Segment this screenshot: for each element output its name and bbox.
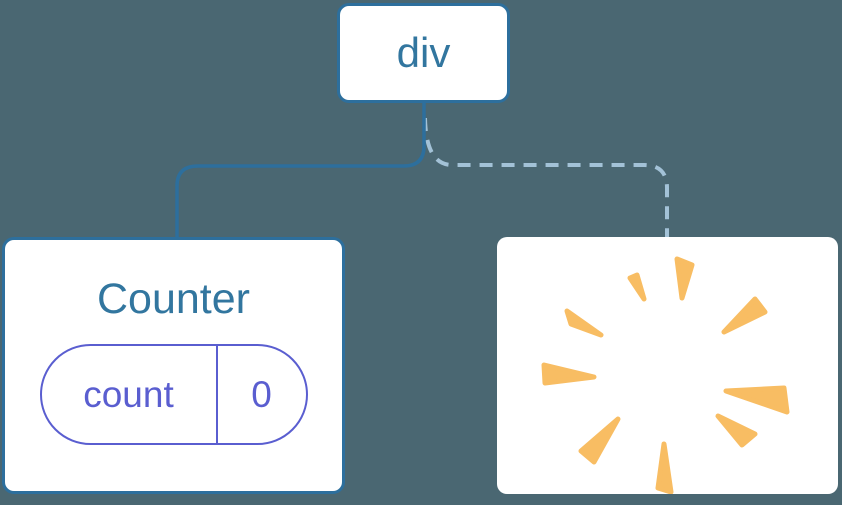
burst-ray — [627, 272, 647, 302]
burst-ray — [715, 413, 758, 448]
burst-ray — [541, 362, 597, 386]
state-value-cell: 0 — [218, 346, 306, 443]
state-key-label: count — [83, 374, 174, 415]
burst-ray — [723, 385, 790, 415]
tree-node-div: div — [337, 3, 510, 103]
div-node-label: div — [396, 29, 451, 76]
tree-node-counter: Counter count 0 — [2, 237, 345, 494]
burst-ray — [655, 441, 674, 494]
state-badge: count 0 — [39, 344, 308, 445]
tree-node-removed — [497, 237, 838, 494]
poof-burst-icon — [541, 256, 790, 494]
burst-ray — [674, 256, 695, 301]
state-key-cell: count — [42, 346, 218, 443]
counter-component-title: Counter — [97, 275, 250, 323]
burst-ray — [564, 308, 604, 338]
solid-connector-line — [175, 103, 426, 237]
state-value-label: 0 — [251, 374, 272, 415]
burst-ray — [721, 296, 768, 335]
burst-ray — [578, 416, 621, 465]
dashed-connector-line — [423, 117, 669, 237]
